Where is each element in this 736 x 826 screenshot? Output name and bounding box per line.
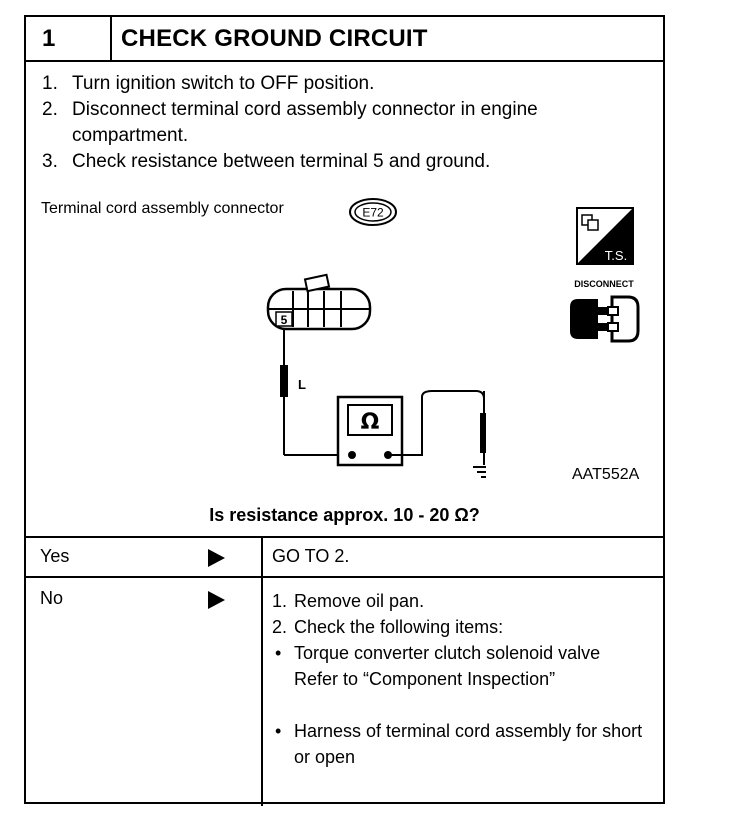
connector-diagram: 5 [266, 273, 372, 331]
connector-code-badge: E72 [349, 198, 397, 226]
diagnostic-step-frame: 1 CHECK GROUND CIRCUIT 1. Turn ignition s… [24, 15, 665, 806]
step-text: Remove oil pan. [294, 591, 425, 611]
step-header: 1 CHECK GROUND CIRCUIT [26, 17, 663, 62]
check-item: • Harness of terminal cord assembly for s… [272, 718, 652, 770]
disconnect-icon-label: DISCONNECT [574, 279, 634, 289]
answer-steps-no: 1. Remove oil pan. 2. Check the following … [272, 588, 652, 770]
wire-color-label: L [298, 377, 306, 392]
step-number-label: 1. [272, 591, 288, 611]
instruction-number: 1. [42, 73, 58, 94]
connector-code: E72 [362, 206, 384, 220]
test-question: Is resistance approx. 10 - 20 Ω? [209, 505, 480, 525]
check-item-text: Harness of terminal cord assembly for sh… [294, 721, 643, 767]
check-item-text: Torque converter clutch solenoid valve [294, 643, 601, 663]
check-item-note: Refer to “Component Inspection” [294, 669, 556, 689]
instruction-number: 2. [42, 99, 58, 120]
connector-label: Terminal cord assembly connector [41, 200, 284, 217]
step-number-label: 2. [272, 617, 288, 637]
answer-row-no: No 1. Remove oil pan. 2. Check the followi… [26, 578, 663, 806]
instruction-item: 1. Turn ignition switch to OFF position. [42, 71, 642, 97]
instruction-item: 3. Check resistance between terminal 5 an… [42, 149, 642, 175]
bullet-icon: • [275, 721, 282, 741]
ohm-symbol: Ω [361, 410, 380, 435]
disconnect-icon: DISCONNECT [570, 279, 640, 343]
answer-step: 1. Remove oil pan. [272, 588, 652, 614]
spacer [272, 692, 652, 718]
ts-icon: T.S. [576, 207, 634, 265]
figure-reference-code: AAT552A [572, 466, 640, 483]
step-title: CHECK GROUND CIRCUIT [121, 25, 428, 52]
check-item: • Torque converter clutch solenoid valve [272, 640, 652, 666]
ohmmeter: Ω [336, 395, 404, 467]
probe-lead-right [388, 390, 486, 465]
instruction-text: Disconnect terminal cord assembly connec… [72, 99, 538, 146]
arrow-right-icon [208, 549, 225, 567]
instruction-text: Check resistance between terminal 5 and … [72, 151, 491, 172]
instruction-number: 3. [42, 151, 58, 172]
answer-action-yes: GO TO 2. [272, 546, 350, 566]
step-text: Check the following items: [294, 617, 504, 637]
answer-label-yes: Yes [40, 546, 70, 566]
answer-label-no: No [40, 588, 64, 608]
ground-symbol [473, 466, 486, 478]
answer-table: Yes GO TO 2. No 1. Remove oil pan. 2. Chec… [26, 536, 663, 806]
answer-row-yes: Yes GO TO 2. [26, 538, 663, 578]
answer-step: 2. Check the following items: [272, 614, 652, 640]
bullet-icon: • [275, 643, 282, 663]
column-divider [261, 538, 263, 806]
resistance-check-diagram: 5 L Ω [266, 273, 486, 478]
arrow-right-icon [208, 591, 225, 609]
instruction-list: 1.Turn ignition switch to OFF position. … [42, 71, 642, 175]
ts-icon-label: T.S. [605, 248, 627, 263]
instruction-item: 2. Disconnect terminal cord assembly conn… [42, 97, 642, 149]
terminal-number: 5 [281, 313, 288, 327]
instruction-text: Turn ignition switch to OFF position. [72, 73, 375, 94]
step-number: 1 [26, 17, 112, 60]
